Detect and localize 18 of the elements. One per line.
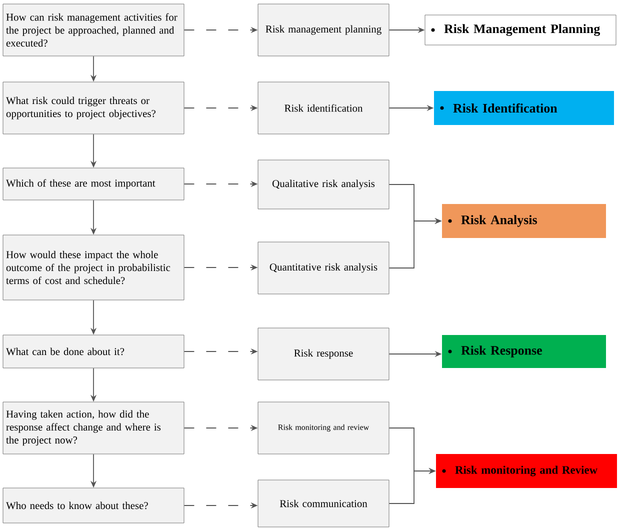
process-box: Risk management planning [258, 4, 390, 56]
question-box: Having taken action, how did the response affect change and where is the project now? [2, 402, 184, 454]
process-box: Qualitative risk analysis [258, 160, 390, 210]
stage-box: Risk Response [442, 335, 606, 368]
process-box: Risk response [258, 328, 390, 380]
process-box: Risk identification [258, 82, 390, 134]
question-box: What can be done about it? [2, 334, 184, 368]
question-box: How would these impact the whole outcome of the project in probabilistic terms of cost and schedule? [2, 234, 184, 300]
stage-box: Risk monitoring and Review [436, 454, 617, 488]
process-box: Quantitative risk analysis [258, 242, 390, 294]
stage-box: Risk Analysis [442, 204, 606, 238]
question-box: How can risk management activities for the project be approached, planned and executed? [2, 4, 184, 56]
process-box: Risk communication [258, 480, 390, 528]
question-box: Who needs to know about these? [2, 488, 184, 524]
question-box: What risk could trigger threats or opportunities to project objectives? [2, 82, 184, 134]
question-box: Which of these are most important [2, 168, 184, 200]
stage-box: Risk Management Planning [424, 14, 616, 46]
stage-box: Risk Identification [434, 91, 614, 125]
